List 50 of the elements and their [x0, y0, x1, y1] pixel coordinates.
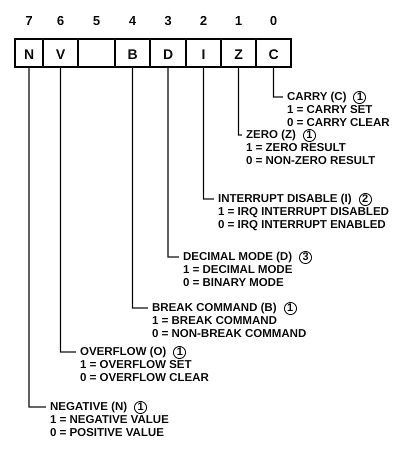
flag-value-meaning: 1 = ZERO RESULT	[246, 142, 346, 154]
leader-line	[238, 68, 242, 136]
footnote-number: 2	[358, 193, 372, 206]
footnote-number: 3	[299, 251, 312, 264]
bit-number: 4	[128, 13, 138, 28]
bit-number: 3	[163, 13, 173, 28]
flag-value-meaning: 1 = BREAK COMMAND	[152, 315, 277, 328]
flag-value-meaning: 0 = POSITIVE VALUE	[50, 426, 164, 439]
flag-value-meaning: 1 = CARRY SET	[287, 104, 372, 116]
leader-line	[202, 68, 214, 200]
flag-name: ZERO (Z)	[246, 129, 296, 142]
leader-line	[132, 68, 148, 309]
flag-letter: V	[54, 46, 66, 62]
flag-name: OVERFLOW (O)	[80, 346, 166, 358]
bit-number: 5	[92, 13, 102, 28]
bit-number: 0	[268, 13, 278, 28]
flag-name: BREAK COMMAND (B)	[152, 302, 277, 314]
flag-letter: I	[200, 46, 206, 62]
footnote-number: 1	[353, 91, 366, 104]
leader-line	[28, 68, 46, 408]
flag-letter: N	[22, 46, 36, 62]
flag-letter: C	[267, 46, 280, 62]
flag-value-meaning: 0 = OVERFLOW CLEAR	[80, 372, 209, 384]
bit-number: 2	[198, 13, 208, 28]
flag-letter: D	[162, 46, 174, 62]
flag-value-meaning: 1 = OVERFLOW SET	[80, 359, 192, 372]
flag-name: CARRY (C)	[287, 91, 346, 104]
bit-number: 6	[56, 13, 66, 28]
flag-value-meaning: 0 = CARRY CLEAR	[287, 116, 390, 129]
flag-value-meaning: 1 = NEGATIVE VALUE	[50, 414, 169, 426]
flag-value-meaning: 0 = NON-ZERO RESULT	[246, 154, 376, 167]
leader-line	[60, 68, 76, 353]
bit-number: 1	[234, 13, 244, 28]
flag-value-meaning: 0 = IRQ INTERRUPT ENABLED	[218, 218, 386, 231]
flag-name: NEGATIVE (N)	[50, 401, 128, 414]
flag-value-meaning: 0 = BINARY MODE	[183, 276, 284, 289]
footnote-number: 1	[134, 401, 148, 414]
leader-line	[167, 68, 179, 258]
footnote-number: 1	[284, 302, 297, 315]
footnote-number: 1	[302, 129, 316, 142]
flag-value-meaning: 1 = IRQ INTERRUPT DISABLED	[218, 206, 389, 218]
leader-line	[272, 68, 283, 98]
flag-name: DECIMAL MODE (D)	[183, 251, 292, 264]
bit-number: 7	[24, 13, 34, 28]
flag-name: INTERRUPT DISABLE (I)	[218, 193, 352, 206]
footnote-number: 1	[173, 346, 186, 359]
flag-value-meaning: 0 = NON-BREAK COMMAND	[152, 328, 306, 340]
flag-letter: B	[126, 46, 139, 62]
flag-letter: Z	[233, 46, 244, 62]
flag-value-meaning: 1 = DECIMAL MODE	[183, 264, 292, 276]
